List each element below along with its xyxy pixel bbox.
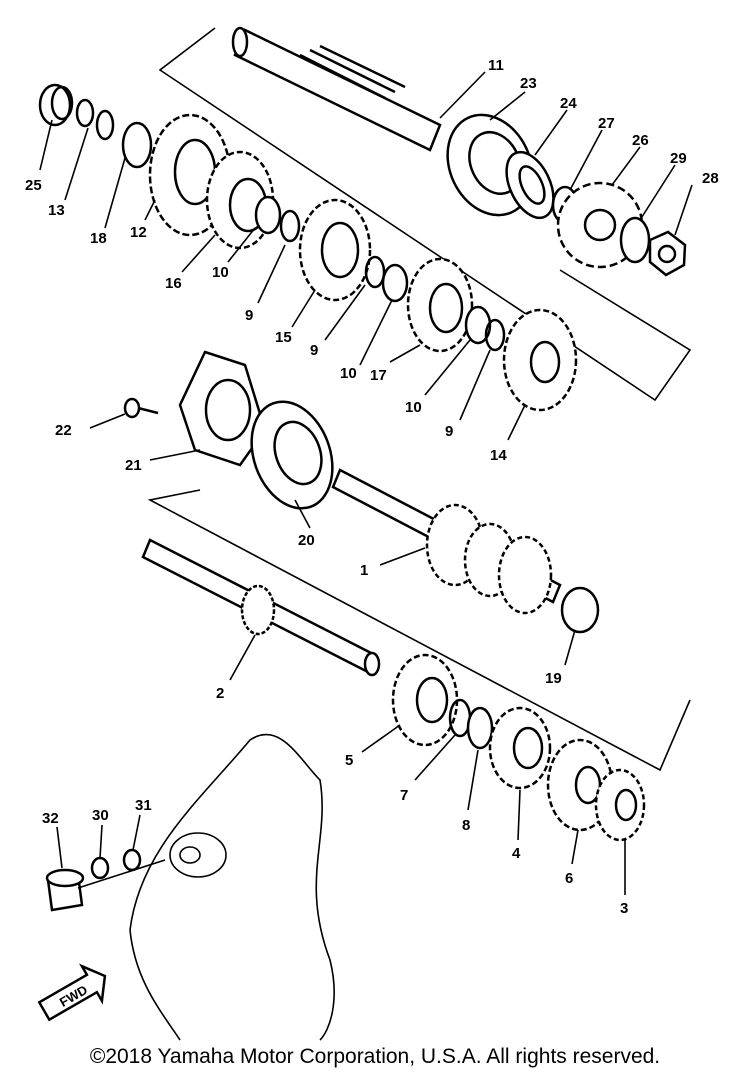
callout-labels: 11 23 24 27 26 29 28 25 13 18 12 16 10 9… xyxy=(25,57,719,917)
gear-part-3[interactable] xyxy=(594,768,646,842)
callout-16: 16 xyxy=(165,275,182,292)
callout-17: 17 xyxy=(370,367,387,384)
callout-30: 30 xyxy=(92,807,109,824)
callout-15: 15 xyxy=(275,329,292,346)
washer-part-10b[interactable] xyxy=(381,263,409,303)
circlip-part-9c[interactable] xyxy=(484,318,506,352)
callout-2: 2 xyxy=(216,685,224,702)
callout-11: 11 xyxy=(488,57,504,74)
washer-part-10a[interactable] xyxy=(254,195,282,235)
washer-part-31[interactable] xyxy=(122,848,142,872)
circlip-part-13b[interactable] xyxy=(95,109,115,141)
callout-13: 13 xyxy=(48,202,65,219)
circlip-part-9b[interactable] xyxy=(364,255,386,289)
main-axle-part-1[interactable] xyxy=(331,468,562,615)
callout-29: 29 xyxy=(670,150,687,167)
crankcase-outline xyxy=(129,733,335,1041)
circlip-part-8[interactable] xyxy=(466,706,494,750)
gear-part-4[interactable] xyxy=(488,706,552,790)
bolt-part-30[interactable] xyxy=(90,856,110,880)
washer-part-13[interactable] xyxy=(75,98,95,128)
callout-8: 8 xyxy=(462,817,470,834)
needle-bearing-part-19[interactable] xyxy=(560,586,600,634)
callout-4: 4 xyxy=(512,845,521,862)
screw-part-22[interactable] xyxy=(123,397,159,419)
callout-14: 14 xyxy=(490,447,507,464)
callout-7: 7 xyxy=(400,787,408,804)
callout-27: 27 xyxy=(598,115,615,132)
callout-19: 19 xyxy=(545,670,562,687)
lower-assembly-outline xyxy=(147,489,691,772)
upper-assembly-outline xyxy=(158,27,692,402)
callout-9a: 9 xyxy=(245,307,253,324)
bearing-plate-part-21[interactable] xyxy=(178,350,267,467)
callout-5: 5 xyxy=(345,752,353,769)
plug-install-line xyxy=(77,859,166,889)
gear-part-14[interactable] xyxy=(502,308,578,412)
callout-25: 25 xyxy=(25,177,42,194)
washer-part-10c[interactable] xyxy=(464,305,492,345)
callout-32: 32 xyxy=(42,810,59,827)
callout-21: 21 xyxy=(125,457,142,474)
nut-part-28[interactable] xyxy=(648,230,687,277)
callout-22: 22 xyxy=(55,422,72,439)
circlip-part-9a[interactable] xyxy=(279,209,301,243)
copyright-notice: ©2018 Yamaha Motor Corporation, U.S.A. A… xyxy=(89,1045,661,1068)
callout-6: 6 xyxy=(565,870,573,887)
callout-10b: 10 xyxy=(340,365,357,382)
callout-23: 23 xyxy=(520,75,537,92)
callout-9b: 9 xyxy=(310,342,318,359)
washer-part-18[interactable] xyxy=(121,121,153,169)
callout-9c: 9 xyxy=(445,423,453,440)
callout-1: 1 xyxy=(360,562,368,579)
gear-part-5[interactable] xyxy=(391,653,459,747)
drive-axle-part-2[interactable] xyxy=(141,538,381,677)
lock-washer-part-29[interactable] xyxy=(619,216,651,264)
callout-31: 31 xyxy=(135,797,152,814)
forward-direction-icon: FWD xyxy=(37,963,107,1022)
callout-12: 12 xyxy=(130,224,147,241)
plug-part-32[interactable] xyxy=(45,868,85,912)
gear-part-17[interactable] xyxy=(406,257,474,353)
callout-26: 26 xyxy=(632,132,649,149)
callout-10c: 10 xyxy=(405,399,422,416)
needle-bearing-part-25[interactable] xyxy=(38,83,74,127)
leader-lines xyxy=(39,71,693,895)
main-shaft-part-11[interactable] xyxy=(231,26,442,152)
bearing-part-20[interactable] xyxy=(237,390,346,519)
oil-seal-part-24[interactable] xyxy=(497,145,563,225)
callout-20: 20 xyxy=(298,532,315,549)
callout-3: 3 xyxy=(620,900,628,917)
gear-part-15[interactable] xyxy=(298,198,372,302)
callout-24: 24 xyxy=(560,95,577,112)
callout-10a: 10 xyxy=(212,264,229,281)
callout-18: 18 xyxy=(90,230,107,247)
callout-28: 28 xyxy=(702,170,719,187)
